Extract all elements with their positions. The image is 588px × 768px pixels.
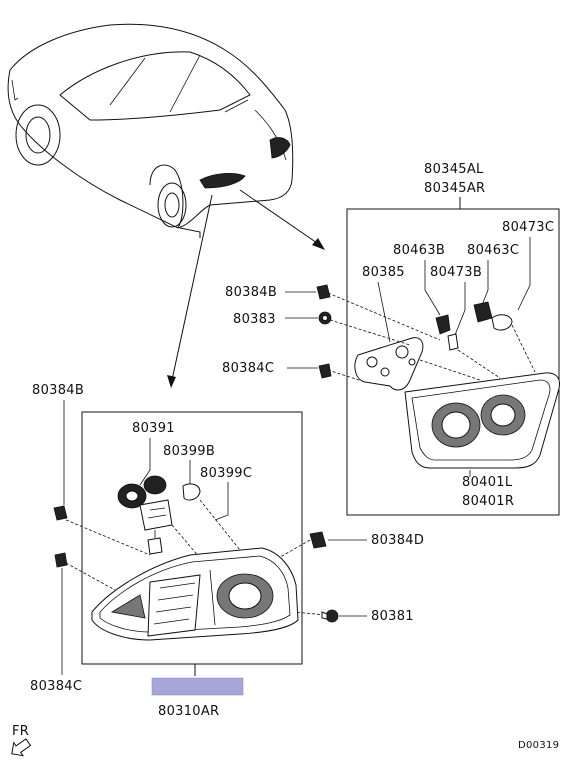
- inner-lamp-80401: [404, 372, 560, 477]
- clip-80384B-right: [316, 284, 331, 300]
- clip-80384C-left: [54, 552, 68, 568]
- label-80473C: 80473C: [502, 220, 554, 235]
- label-80399B: 80399B: [163, 444, 215, 459]
- label-80384D: 80384D: [371, 533, 424, 548]
- bulb-socket-80463B: [435, 314, 459, 351]
- front-direction-marker: FR: [11, 724, 32, 757]
- label-80399C: 80399C: [200, 466, 252, 481]
- label-80384B-left: 80384B: [32, 383, 84, 398]
- part-highlight-bar[interactable]: [151, 677, 244, 696]
- callout-arrows: [167, 189, 325, 388]
- outer-lamp-box: [81, 411, 303, 665]
- screw-80381: [321, 609, 339, 623]
- label-80385: 80385: [362, 265, 405, 280]
- label-80384B-right: 80384B: [225, 285, 277, 300]
- label-80383: 80383: [233, 312, 276, 327]
- car-illustration: [7, 23, 294, 238]
- label-80463B: 80463B: [393, 243, 445, 258]
- clip-80384B-left: [53, 505, 68, 521]
- label-80401R: 80401R: [462, 494, 514, 509]
- clip-80384D: [309, 531, 327, 549]
- label-80384C-left: 80384C: [30, 679, 82, 694]
- bulb-80399B: [182, 483, 201, 501]
- label-80345AL: 80345AL: [424, 162, 484, 177]
- front-marker-label: FR: [12, 724, 29, 739]
- inner-lamp-box: [346, 208, 560, 516]
- label-80463C: 80463C: [467, 243, 519, 258]
- label-80401L: 80401L: [462, 475, 513, 490]
- label-80391: 80391: [132, 421, 175, 436]
- clip-80384C-right: [318, 363, 332, 379]
- label-80310AR: 80310AR: [158, 704, 219, 719]
- socket-harness-80391: [117, 475, 173, 555]
- label-80345AR: 80345AR: [424, 181, 485, 196]
- drawing-id: D00319: [518, 740, 559, 751]
- label-80473B: 80473B: [430, 265, 482, 280]
- gasket-80385: [354, 337, 424, 391]
- bulb-socket-80463C: [473, 301, 513, 331]
- label-80384C-right: 80384C: [222, 361, 274, 376]
- label-80381: 80381: [371, 609, 414, 624]
- nut-80383: [318, 311, 332, 325]
- outer-lamp-80310AR: [91, 547, 299, 641]
